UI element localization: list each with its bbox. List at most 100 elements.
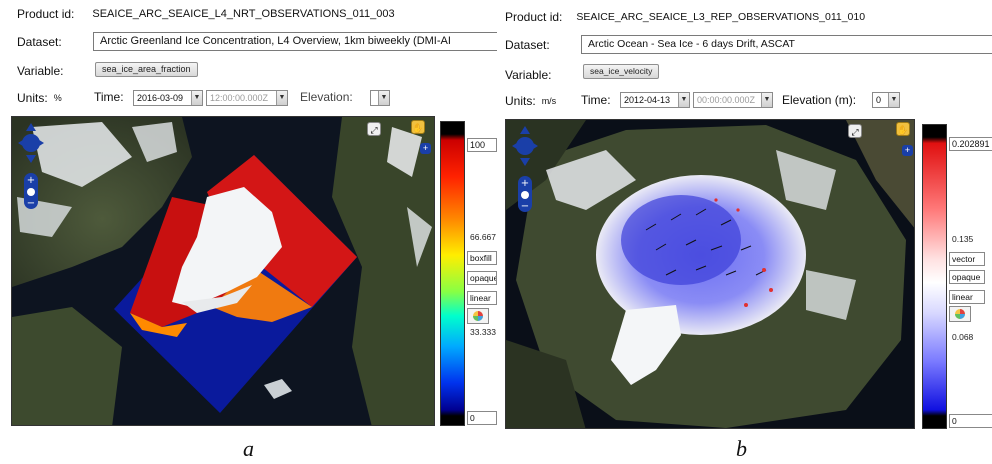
drift-vectors <box>645 208 767 276</box>
units-value: % <box>53 93 62 103</box>
time-label: Time: <box>94 90 124 104</box>
pan-control-icon[interactable] <box>22 134 40 152</box>
legend-style-select[interactable]: boxfill <box>467 251 497 265</box>
zoom-out-icon[interactable]: − <box>521 201 529 212</box>
time-clock-select[interactable]: 12:00:00.000Z ▼ <box>206 90 288 106</box>
color-wheel-icon <box>955 309 965 319</box>
snow-patch <box>806 270 856 320</box>
landmass-ne <box>846 120 914 228</box>
legend-scale-select[interactable]: linear <box>467 291 497 305</box>
map-canvas[interactable] <box>12 117 435 426</box>
legend-opacity-select[interactable]: opaque <box>467 271 497 285</box>
legend-a: 100 66.667 boxfill opaque linear 33.333 … <box>440 121 497 431</box>
product-id-value: SEAICE_ARC_SEAICE_L4_NRT_OBSERVATIONS_01… <box>92 8 395 20</box>
time-date-select[interactable]: 2012-04-13 ▼ <box>620 92 690 108</box>
snow-patch <box>546 150 636 210</box>
chevron-down-icon: ▼ <box>761 93 772 107</box>
pan-right-icon[interactable] <box>530 141 538 151</box>
snow-patch <box>132 122 177 162</box>
dataset-row: Dataset: <box>505 35 550 55</box>
pan-down-icon[interactable] <box>520 158 530 166</box>
hand-pan-icon[interactable]: ✋ <box>411 120 425 134</box>
product-id-label: Product id: <box>505 10 563 24</box>
pan-up-icon[interactable] <box>26 123 36 131</box>
time-clock-select[interactable]: 00:00:00.000Z ▼ <box>693 92 773 108</box>
variable-button[interactable]: sea_ice_area_fraction <box>95 62 198 77</box>
dataset-label: Dataset: <box>17 35 62 49</box>
pan-up-icon[interactable] <box>520 126 530 134</box>
pan-right-icon[interactable] <box>36 138 44 148</box>
palette-button[interactable] <box>467 308 489 324</box>
zoom-in-icon[interactable]: + <box>27 175 35 186</box>
chevron-down-icon: ▼ <box>191 91 202 105</box>
time-date-select[interactable]: 2016-03-09 ▼ <box>133 90 203 106</box>
hand-pan-icon[interactable]: ✋ <box>896 122 910 136</box>
map-navigation-controls[interactable]: + − <box>512 124 538 214</box>
zoom-out-icon[interactable]: − <box>27 198 35 209</box>
zoom-in-icon[interactable]: + <box>521 178 529 189</box>
variable-label: Variable: <box>17 64 64 78</box>
globe-icon[interactable] <box>521 191 529 199</box>
legend-min-input[interactable]: 0 <box>949 414 992 428</box>
product-id-row: Product id: SEAICE_ARC_SEAICE_L4_NRT_OBS… <box>17 5 395 23</box>
fullscreen-icon[interactable]: ⤢ <box>367 122 381 136</box>
panel-b: Product id: SEAICE_ARC_SEAICE_L3_REP_OBS… <box>499 0 992 464</box>
legend-mid-value: 0.135 <box>952 234 974 244</box>
map-view-b[interactable]: + − ⤢ ✋ + <box>505 119 915 429</box>
legend-min-input[interactable]: 0 <box>467 411 497 425</box>
palette-button[interactable] <box>949 306 971 322</box>
chevron-down-icon: ▼ <box>378 91 389 105</box>
pan-down-icon[interactable] <box>26 155 36 163</box>
legend-opacity-select[interactable]: opaque <box>949 270 985 284</box>
elevation-label: Elevation: <box>300 90 353 104</box>
chevron-down-icon: ▼ <box>678 93 689 107</box>
panel-a: Product id: SEAICE_ARC_SEAICE_L4_NRT_OBS… <box>11 5 497 461</box>
high-velocity-dots <box>714 198 773 307</box>
variable-row: Variable: <box>505 66 551 84</box>
panel-caption-a: a <box>243 436 254 461</box>
color-scale-bar <box>922 124 947 429</box>
pan-left-icon[interactable] <box>512 141 520 151</box>
product-id-label: Product id: <box>17 7 75 21</box>
map-canvas[interactable] <box>506 120 915 429</box>
units-value: m/s <box>541 96 557 106</box>
layer-switcher-icon[interactable]: + <box>902 145 913 156</box>
color-wheel-icon <box>473 311 483 321</box>
elevation-label: Elevation (m): <box>782 93 857 107</box>
greenland-coast <box>182 285 252 313</box>
time-clock-value: 00:00:00.000Z <box>697 95 756 105</box>
chevron-down-icon: ▼ <box>276 91 287 105</box>
pan-control-icon[interactable] <box>516 137 534 155</box>
dataset-label: Dataset: <box>505 38 550 52</box>
dataset-row: Dataset: <box>17 32 62 52</box>
legend-max-input[interactable]: 0.202891 <box>949 137 992 151</box>
dataset-field[interactable]: Arctic Ocean - Sea Ice - 6 days Drift, A… <box>581 35 992 54</box>
legend-low-value: 0.068 <box>952 332 974 342</box>
legend-mid-value: 66.667 <box>470 232 496 242</box>
elevation-select[interactable]: ▼ <box>370 90 390 106</box>
fullscreen-icon[interactable]: ⤢ <box>848 124 862 138</box>
time-date-value: 2012-04-13 <box>624 95 671 105</box>
legend-max-input[interactable]: 100 <box>467 138 497 152</box>
mid-concentration-band <box>130 313 187 337</box>
elevation-select[interactable]: 0 ▼ <box>872 92 900 108</box>
time-clock-value: 12:00:00.000Z <box>210 93 269 103</box>
map-view-a[interactable]: + − ⤢ ✋ + <box>11 116 435 426</box>
elevation-value: 0 <box>876 95 882 105</box>
snow-patch <box>387 127 422 177</box>
units-label: Units: <box>17 91 48 105</box>
pan-left-icon[interactable] <box>18 138 26 148</box>
legend-style-select[interactable]: vector <box>949 252 985 266</box>
variable-label: Variable: <box>505 68 552 82</box>
units-label: Units: <box>505 94 536 108</box>
globe-icon[interactable] <box>27 188 35 196</box>
high-velocity-area <box>621 195 741 285</box>
map-navigation-controls[interactable]: + − <box>18 121 44 211</box>
panel-caption-b: b <box>736 436 747 461</box>
dataset-field[interactable]: Arctic Greenland Ice Concentration, L4 O… <box>93 32 497 51</box>
layer-switcher-icon[interactable]: + <box>420 143 431 154</box>
greenland-ice-sheet <box>611 305 681 385</box>
legend-scale-select[interactable]: linear <box>949 290 985 304</box>
variable-button[interactable]: sea_ice_velocity <box>583 64 660 79</box>
snow-patch <box>32 122 132 187</box>
